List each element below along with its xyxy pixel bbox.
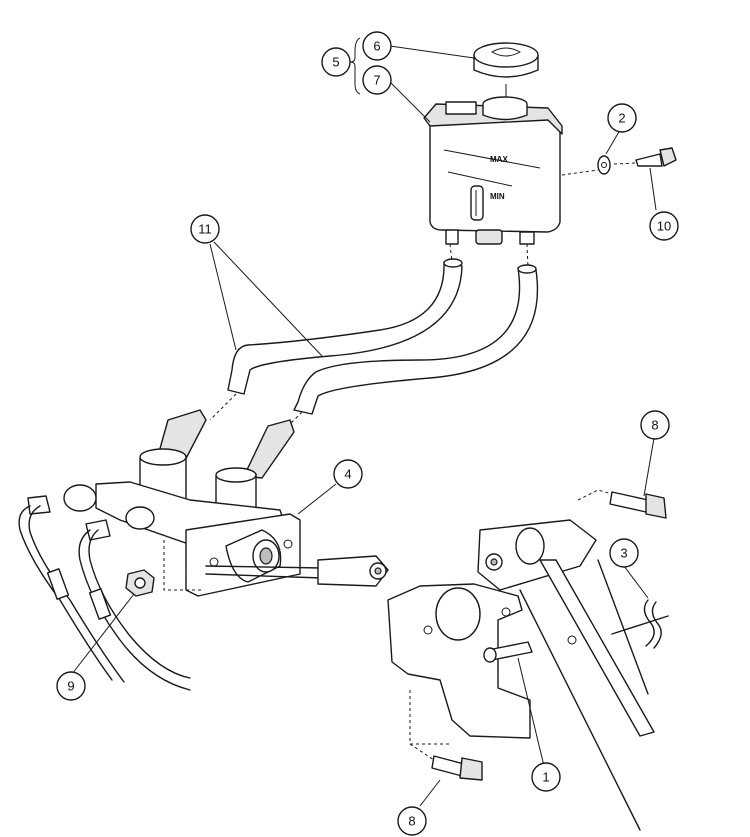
svg-text:11: 11 <box>198 222 212 237</box>
min-marking: MIN <box>490 192 505 201</box>
callout-4: 4 <box>333 459 363 489</box>
reservoir-hoses <box>209 243 539 433</box>
brake-pedal-arm <box>477 519 655 831</box>
callout-9: 9 <box>56 671 86 701</box>
leader-lines <box>71 37 657 807</box>
hairpin-clip <box>611 599 669 649</box>
svg-text:4: 4 <box>344 467 351 482</box>
reservoir-cap <box>473 42 539 100</box>
mounting-screw <box>613 147 677 167</box>
callout-6: 6 <box>362 31 392 61</box>
pushrod-assembly <box>205 555 389 587</box>
pivot-pin <box>483 641 533 663</box>
svg-text:5: 5 <box>332 55 339 70</box>
callout-5: 5 <box>321 47 351 77</box>
pedal-mount-bracket <box>163 540 577 745</box>
svg-text:6: 6 <box>373 39 380 54</box>
svg-text:10: 10 <box>657 219 671 234</box>
svg-text:3: 3 <box>620 546 627 561</box>
callout-1: 1 <box>531 762 561 792</box>
master-cylinder <box>27 409 301 597</box>
bolt-lower <box>409 743 483 781</box>
callout-11: 11 <box>190 214 220 244</box>
svg-text:8: 8 <box>408 814 415 829</box>
spacer-nut <box>125 569 155 597</box>
callout-2: 2 <box>607 103 637 133</box>
svg-text:7: 7 <box>373 73 380 88</box>
washer <box>597 155 611 175</box>
callout-8-upper: 8 <box>640 410 670 440</box>
callout-3: 3 <box>609 538 639 568</box>
brake-lines <box>18 505 191 691</box>
callout-8-lower: 8 <box>397 806 427 836</box>
svg-text:8: 8 <box>651 418 658 433</box>
max-marking: MAX <box>490 155 508 164</box>
svg-text:2: 2 <box>618 111 625 126</box>
svg-text:9: 9 <box>67 679 74 694</box>
svg-text:1: 1 <box>542 770 549 785</box>
callout-10: 10 <box>649 211 679 241</box>
callout-7: 7 <box>362 65 392 95</box>
fluid-reservoir: MAX MIN <box>423 96 599 245</box>
bolt-upper <box>577 489 667 519</box>
